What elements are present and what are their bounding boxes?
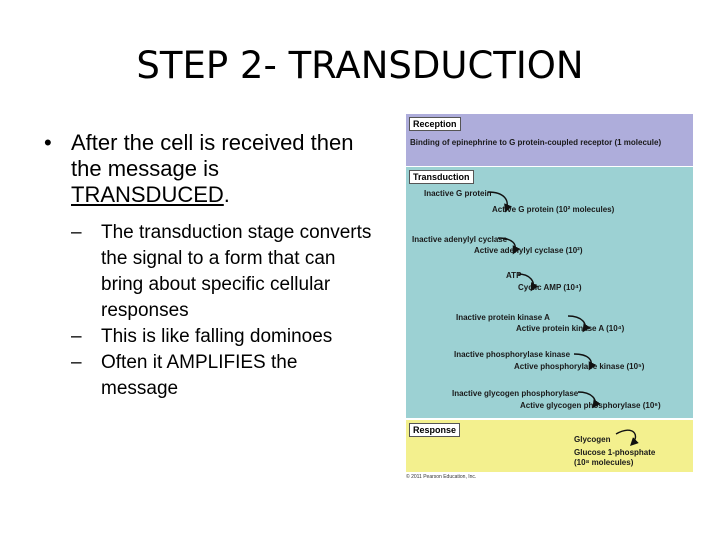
arrow-response [615,429,639,446]
step-active-g-protein: Active G protein (10² molecules) [492,205,615,214]
sub-bullet-text: This is like falling dominoes [101,326,333,347]
bullet-marker: • [44,130,52,155]
sub-bullet-1: – The transduction stage converts the si… [71,220,374,324]
sub-bullet-list: – The transduction stage converts the si… [71,220,374,402]
step-cyclic-amp: Cyclic AMP (10⁴) [518,283,582,292]
transduction-tag: Transduction [409,170,474,184]
bullet-list: • After the cell is received then the me… [44,130,374,402]
step-atp: ATP [506,271,522,280]
arrow-1 [487,191,512,213]
step-inactive-glycogen-phosphorylase: Inactive glycogen phosphorylase [452,389,579,398]
sub-bullet-marker: – [71,222,82,243]
step-active-phosphorylase-kinase: Active phosphorylase kinase (10⁵) [514,362,645,371]
reception-text: Binding of epinephrine to G protein-coup… [410,138,662,147]
sub-bullet-text: The transduction stage converts the sign… [101,222,372,321]
response-tag: Response [409,423,461,437]
step-inactive-adenylyl-cyclase: Inactive adenylyl cyclase [412,235,508,244]
reception-tag: Reception [409,117,461,131]
step-inactive-g-protein: Inactive G protein [424,189,492,198]
step-inactive-phosphorylase-kinase: Inactive phosphorylase kinase [454,350,571,359]
sub-bullet-marker: – [71,352,82,373]
main-bullet-period: . [223,182,230,207]
step-active-glycogen-phosphorylase: Active glycogen phosphorylase (10⁶) [520,401,661,410]
signaling-cascade-figure: Reception Binding of epinephrine to G pr… [406,114,693,480]
response-molecule-count: (10⁸ molecules) [574,458,634,467]
main-bullet: • After the cell is received then the me… [44,130,374,208]
response-glycogen: Glycogen [574,435,611,444]
figure-credit: © 2011 Pearson Education, Inc. [406,474,477,480]
arrow-4 [567,315,591,333]
reception-section: Reception Binding of epinephrine to G pr… [406,114,693,166]
arrow-5 [573,353,597,371]
sub-bullet-text: Often it AMPLIFIES the message [101,352,298,399]
cascade-arrows [487,191,639,446]
response-section: Response Glycogen Glucose 1-phosphate (1… [406,420,693,472]
sub-bullet-3: – Often it AMPLIFIES the message [71,350,374,402]
step-inactive-protein-kinase-a: Inactive protein kinase A [456,313,550,322]
step-active-adenylyl-cyclase: Active adenylyl cyclase (10²) [474,246,583,255]
arrow-2 [497,237,521,255]
arrow-3 [517,273,539,292]
sub-bullet-marker: – [71,326,82,347]
response-glucose-1-phosphate: Glucose 1-phosphate [574,448,656,457]
step-active-protein-kinase-a: Active protein kinase A (10⁴) [516,324,625,333]
sub-bullet-2: – This is like falling dominoes [71,324,374,350]
slide-title: STEP 2- TRANSDUCTION [136,44,584,87]
transduction-section: Transduction Inactive G protein Active G… [406,167,693,418]
transduced-underlined: TRANSDUCED [71,182,224,207]
main-bullet-text: After the cell is received then the mess… [71,130,354,181]
arrow-6 [577,391,601,409]
